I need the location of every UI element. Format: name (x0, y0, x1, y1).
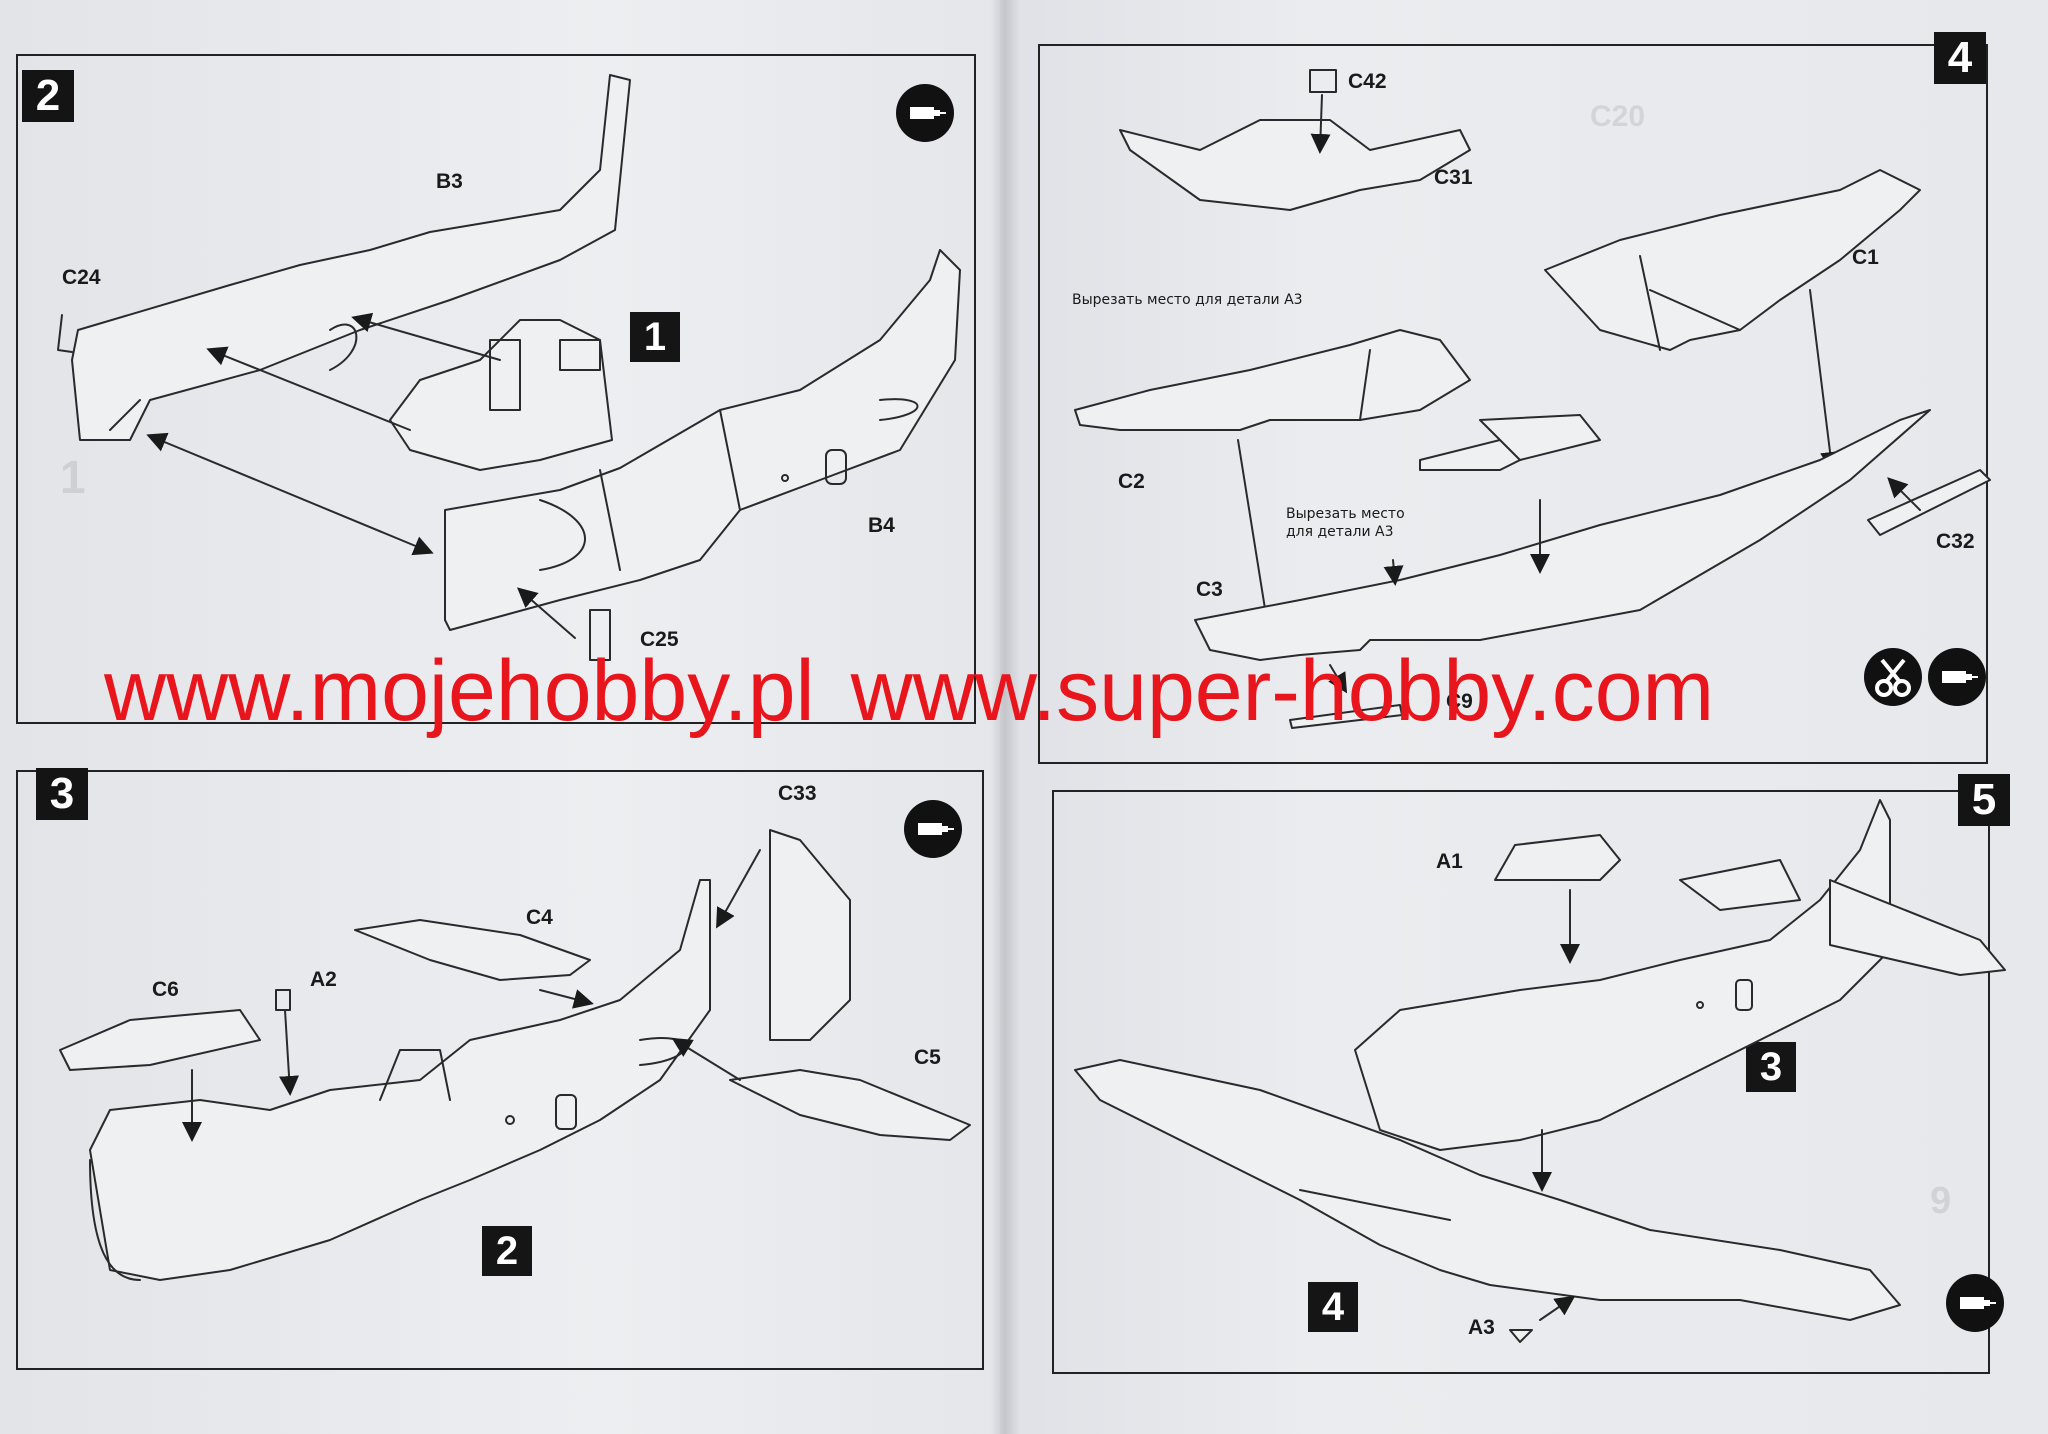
step-number-2: 2 (22, 70, 74, 122)
part-label-a1: A1 (1436, 850, 1463, 873)
subassembly-ref-2: 2 (482, 1226, 532, 1276)
part-label-c31: C31 (1434, 166, 1473, 189)
stabilizer-c4 (354, 919, 591, 981)
part-label-c32: C32 (1936, 530, 1975, 553)
rudder-c33 (769, 829, 851, 1041)
cut-note-2-line2: для детали A3 (1286, 524, 1394, 540)
engine-cover-c6 (59, 1009, 261, 1071)
part-label-b4: B4 (868, 514, 895, 537)
part-label-c6: C6 (152, 978, 179, 1001)
assembled-fuselage-step5 (1354, 799, 2006, 1151)
cockpit-floor-c31 (1119, 69, 1471, 211)
part-label-c24: C24 (62, 266, 101, 289)
part-label-b3: B3 (436, 170, 463, 193)
step-number-4: 4 (1934, 32, 1986, 84)
cut-icon (1864, 648, 1922, 706)
part-label-c1: C1 (1852, 246, 1879, 269)
step-2-frame (16, 54, 976, 724)
step-3-frame (16, 770, 984, 1370)
assembled-wing-step5 (1074, 1059, 1901, 1321)
cut-note-2-line1: Вырезать место (1286, 506, 1405, 522)
glue-tube-icon (1928, 648, 1986, 706)
part-label-c42: C42 (1348, 70, 1387, 93)
glue-tube-icon (896, 84, 954, 142)
wing-upper-c2 (1074, 329, 1471, 431)
ghost-mark: 1 (60, 451, 86, 503)
step-number-3: 3 (36, 768, 88, 820)
canopy-a1 (1494, 834, 1621, 881)
part-label-c9: C9 (1446, 690, 1473, 713)
wing-lower-c3 (1194, 409, 1931, 661)
stabilizer-c5 (729, 1069, 971, 1141)
watermark-right: www.super-hobby.com (850, 643, 1715, 739)
part-label-c4: C4 (526, 906, 553, 929)
step-5-frame (1052, 790, 1990, 1374)
glue-tube-icon (904, 800, 962, 858)
cut-note-1: Вырезать место для детали A3 (1072, 292, 1303, 308)
step-4-frame (1038, 44, 1988, 764)
part-label-a3: A3 (1468, 1316, 1495, 1339)
ghost-mark: 9 (1930, 1180, 1952, 1222)
subassembly-ref-4: 4 (1308, 1282, 1358, 1332)
part-label-c5: C5 (914, 1046, 941, 1069)
glue-tube-icon (1946, 1274, 2004, 1332)
part-label-c2: C2 (1118, 470, 1145, 493)
subassembly-ref-1: 1 (630, 312, 680, 362)
ghost-mark: C20 (1590, 100, 1646, 133)
assembled-fuselage-step3 (89, 879, 711, 1281)
part-label-c33: C33 (778, 782, 817, 805)
watermark-left: www.mojehobby.pl (104, 643, 815, 739)
step-number-5: 5 (1958, 774, 2010, 826)
part-label-a2: A2 (310, 968, 337, 991)
cockpit-tub (389, 319, 613, 471)
fuselage-half-b4 (444, 249, 961, 631)
book-spine (990, 0, 1020, 1434)
part-label-c3: C3 (1196, 578, 1223, 601)
part-label-c25: C25 (640, 628, 679, 651)
wing-upper-c1 (1544, 169, 1921, 351)
subassembly-ref-3: 3 (1746, 1042, 1796, 1092)
